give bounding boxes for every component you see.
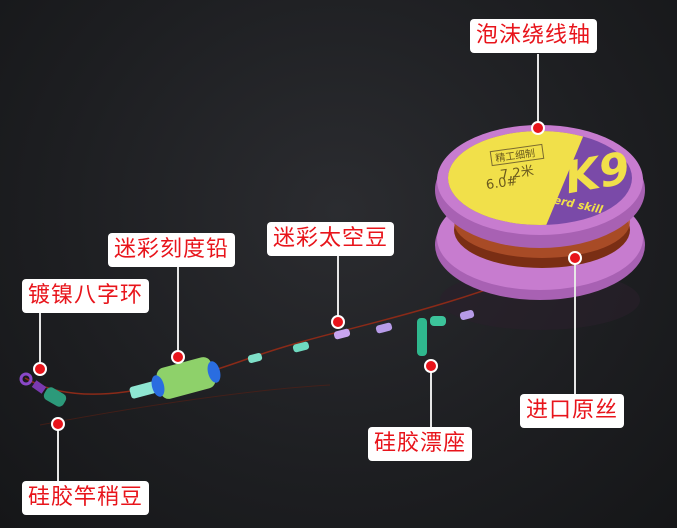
float-seat [417,316,446,356]
callout-line [57,428,59,482]
space-beans [247,309,475,364]
label-camo-space-beans: 迷彩太空豆 [267,222,395,256]
label-silicone-rod-tip-bean: 硅胶竿稍豆 [22,481,150,515]
callout-dot [51,417,65,431]
callout-dot [568,251,582,265]
callout-line [430,368,432,428]
line-reflection [39,384,331,426]
label-camo-scale-sinker: 迷彩刻度铅 [108,233,236,267]
callout-line [574,262,576,394]
callout-dot [331,315,345,329]
callout-line [337,255,339,317]
callout-line [177,266,179,352]
callout-dot [171,350,185,364]
callout-dot [531,121,545,135]
callout-dot [33,362,47,376]
label-imported-line: 进口原丝 [520,394,625,428]
callout-line [537,54,539,124]
label-nickel-swivel: 镀镍八字环 [22,279,150,313]
scale-sinker [129,357,221,399]
callout-line [39,312,41,364]
foam-spool [435,125,645,300]
label-foam-spool: 泡沫绕线轴 [470,19,598,53]
callout-dot [424,359,438,373]
swivel-and-rod-bean [19,372,67,407]
label-silicone-float-seat: 硅胶漂座 [368,427,473,461]
